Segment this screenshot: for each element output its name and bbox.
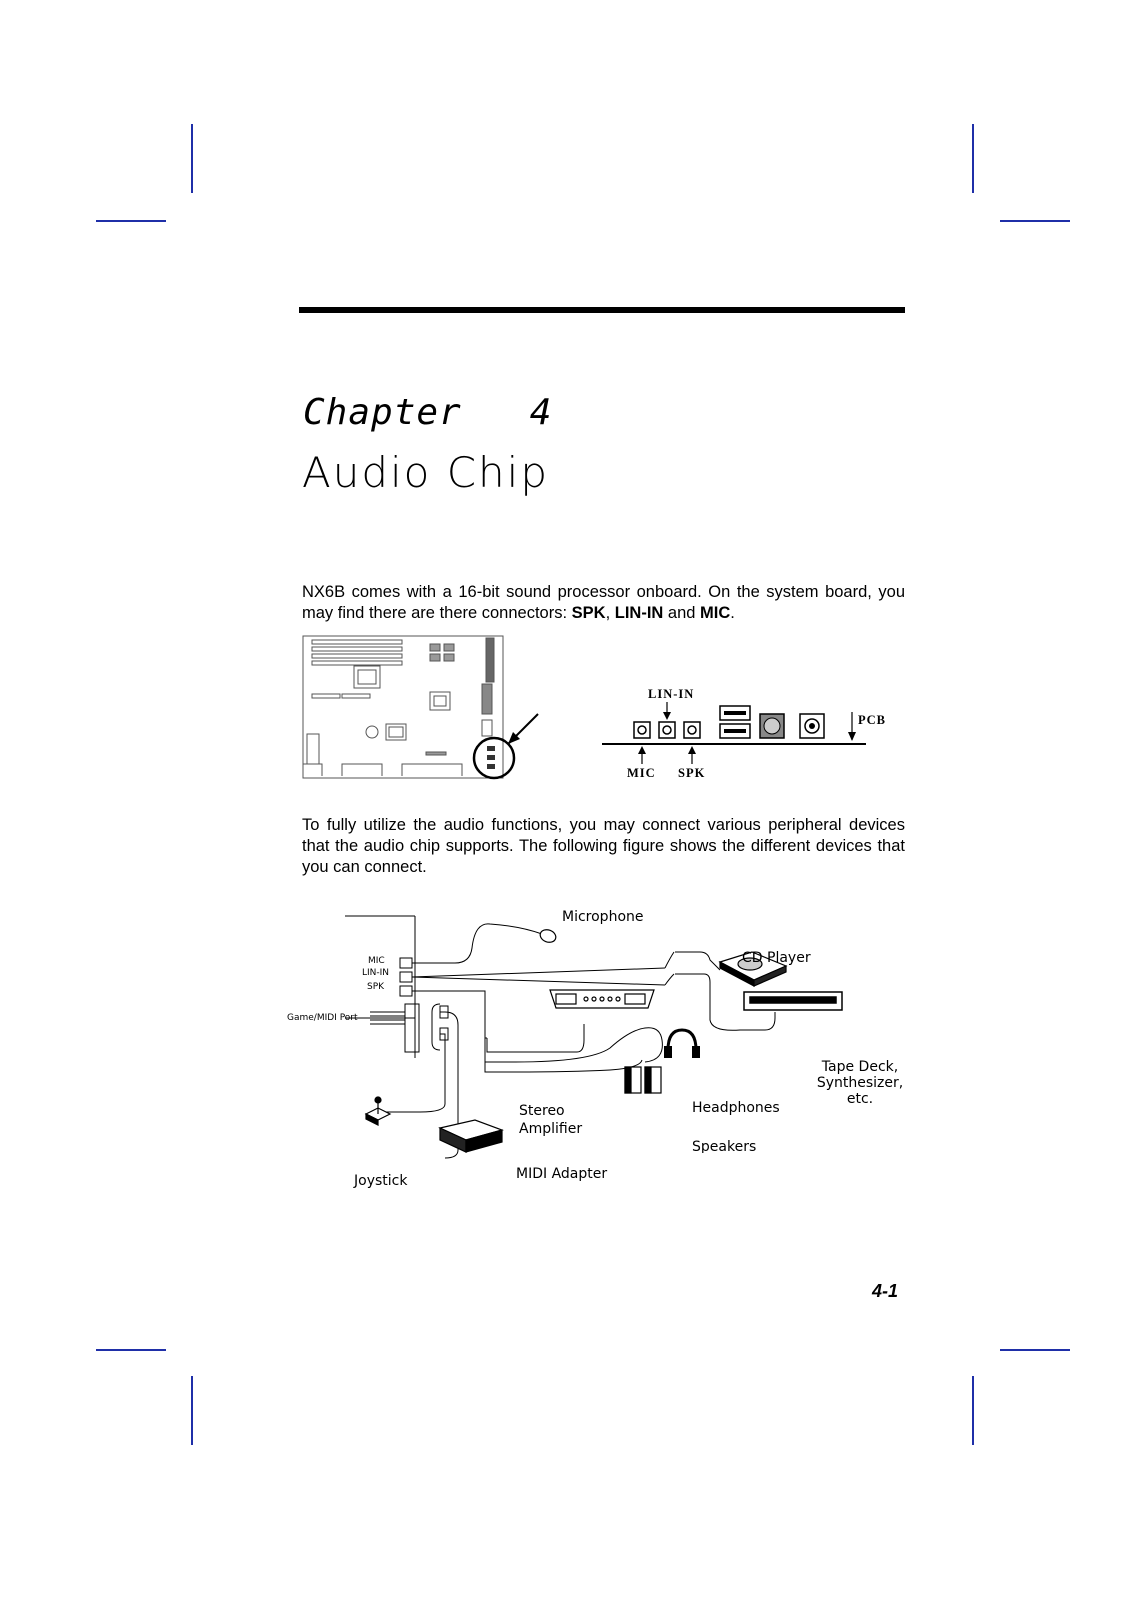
crop-mark-top-left-horizontal bbox=[96, 220, 166, 222]
tape-line3: etc. bbox=[846, 1091, 874, 1107]
port-label-linin: LIN-IN bbox=[362, 968, 390, 978]
page-number: 4-1 bbox=[872, 1281, 899, 1301]
label-linin: LIN-IN bbox=[648, 687, 695, 701]
crop-mark-top-right-horizontal bbox=[1000, 220, 1070, 222]
chapter-title: Audio Chip bbox=[302, 448, 550, 497]
connector-panel-diagram bbox=[602, 702, 866, 764]
intro-sep2: and bbox=[663, 604, 701, 622]
amp-line2: Amplifier bbox=[519, 1121, 583, 1137]
intro-spk: SPK bbox=[571, 604, 606, 622]
crop-mark-bottom-right-vertical bbox=[972, 1376, 974, 1445]
chapter-rule bbox=[299, 307, 905, 313]
amp-line1: Stereo bbox=[519, 1103, 565, 1119]
label-mic: MIC bbox=[627, 766, 656, 780]
port-label-mic: MIC bbox=[368, 956, 385, 966]
intro-mic: MIC bbox=[700, 604, 731, 622]
crop-mark-top-right-vertical bbox=[972, 124, 974, 193]
peripheral-devices-diagram bbox=[345, 915, 843, 1159]
label-microphone: Microphone bbox=[562, 909, 644, 925]
tape-line2: Synthesizer, bbox=[816, 1075, 904, 1091]
port-label-game-midi: Game/MIDI Port bbox=[287, 1013, 358, 1023]
crop-mark-bottom-left-horizontal bbox=[96, 1349, 166, 1351]
label-joystick: Joystick bbox=[354, 1173, 408, 1189]
port-label-spk: SPK bbox=[367, 982, 385, 992]
label-headphones: Headphones bbox=[692, 1100, 780, 1116]
chapter-number: 4 bbox=[529, 392, 553, 433]
chapter-label: Chapter bbox=[303, 392, 462, 433]
crop-mark-bottom-right-horizontal bbox=[1000, 1349, 1070, 1351]
label-cd-player: CD Player bbox=[742, 950, 811, 966]
label-spk: SPK bbox=[678, 766, 706, 780]
devices-paragraph: To fully utilize the audio functions, yo… bbox=[302, 816, 905, 876]
crop-mark-bottom-left-vertical bbox=[191, 1376, 193, 1445]
chapter-heading: Chapter 4 bbox=[303, 392, 552, 433]
intro-sep1: , bbox=[605, 604, 615, 622]
intro-paragraph: NX6B comes with a 16-bit sound processor… bbox=[302, 582, 905, 624]
label-midi-adapter: MIDI Adapter bbox=[516, 1166, 608, 1182]
intro-text: NX6B comes with a 16-bit sound processor… bbox=[302, 583, 905, 622]
intro-linin: LIN-IN bbox=[614, 604, 664, 622]
crop-mark-top-left-vertical bbox=[191, 124, 193, 193]
label-tape-deck: Tape Deck,Synthesizer,etc. bbox=[812, 1059, 908, 1107]
label-speakers: Speakers bbox=[692, 1139, 757, 1153]
label-pcb: PCB bbox=[858, 713, 886, 727]
intro-end: . bbox=[730, 604, 735, 622]
motherboard-diagram bbox=[302, 635, 539, 780]
tape-line1: Tape Deck, bbox=[821, 1059, 899, 1075]
